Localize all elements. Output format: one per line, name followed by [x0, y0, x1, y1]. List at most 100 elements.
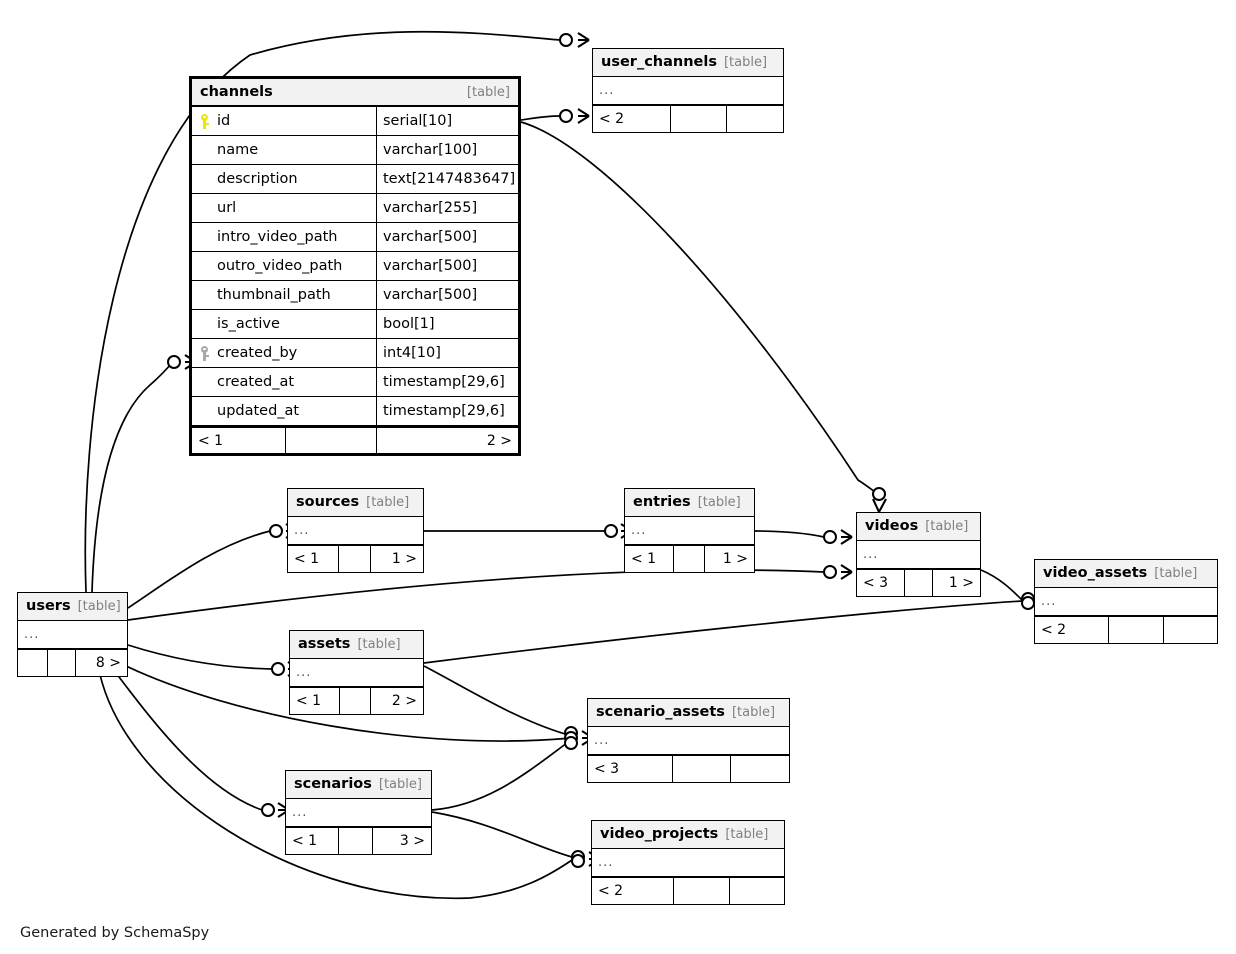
- table-tag: [table]: [725, 827, 769, 842]
- footer-child-count: [730, 878, 784, 904]
- column-name: name: [217, 141, 259, 158]
- column-name: thumbnail_path: [217, 286, 331, 303]
- table-scenarios-name: scenarios: [294, 776, 372, 793]
- table-user-channels[interactable]: user_channels [table] ... < 2: [592, 48, 784, 133]
- footer-parent-count: < 1: [625, 546, 674, 572]
- table-body-ellipsis: ...: [18, 621, 127, 649]
- table-user-channels-name: user_channels: [601, 54, 717, 71]
- column-type: int4[10]: [383, 344, 441, 361]
- footer-middle: [674, 546, 705, 572]
- footer-child-count: [731, 756, 789, 782]
- column-name: created_at: [217, 373, 295, 390]
- column-row[interactable]: created_by int4[10]: [192, 339, 518, 368]
- column-row[interactable]: url varchar[255]: [192, 194, 518, 223]
- primary-key-icon: [198, 113, 211, 129]
- footer-child-count: 8 >: [95, 655, 121, 671]
- table-scenario-assets-header: scenario_assets [table]: [588, 699, 789, 727]
- column-name: url: [217, 199, 237, 216]
- footer-parent-count: < 1: [192, 428, 286, 453]
- column-row[interactable]: is_active bool[1]: [192, 310, 518, 339]
- table-scenarios-header: scenarios [table]: [286, 771, 431, 799]
- column-name-cell: intro_video_path: [192, 223, 377, 251]
- table-videos[interactable]: videos [table] ... < 3 1 >: [856, 512, 981, 597]
- footer-middle: [674, 878, 730, 904]
- footer-child-count: 3 >: [399, 833, 425, 849]
- table-assets[interactable]: assets [table] ... < 1 2 >: [289, 630, 424, 715]
- table-body-ellipsis: ...: [288, 517, 423, 545]
- table-assets-name: assets: [298, 636, 351, 653]
- column-type: timestamp[29,6]: [383, 402, 505, 419]
- table-scenarios-footer: < 1 3 >: [286, 827, 431, 854]
- column-name: is_active: [217, 315, 280, 332]
- table-scenarios[interactable]: scenarios [table] ... < 1 3 >: [285, 770, 432, 855]
- footer-child-count: [727, 106, 783, 132]
- column-row[interactable]: outro_video_path varchar[500]: [192, 252, 518, 281]
- table-channels[interactable]: channels [table] id serial[10] name varc…: [189, 76, 521, 456]
- column-row[interactable]: thumbnail_path varchar[500]: [192, 281, 518, 310]
- generator-credit: Generated by SchemaSpy: [20, 925, 210, 941]
- column-row[interactable]: created_at timestamp[29,6]: [192, 368, 518, 397]
- table-sources-footer: < 1 1 >: [288, 545, 423, 572]
- footer-parent-count: < 2: [592, 878, 674, 904]
- column-row[interactable]: description text[2147483647]: [192, 165, 518, 194]
- table-entries[interactable]: entries [table] ... < 1 1 >: [624, 488, 755, 573]
- table-tag: [table]: [697, 495, 741, 510]
- column-row[interactable]: intro_video_path varchar[500]: [192, 223, 518, 252]
- column-type: varchar[500]: [383, 228, 478, 245]
- column-row[interactable]: id serial[10]: [192, 107, 518, 136]
- table-tag: [table]: [731, 705, 776, 720]
- table-body-ellipsis: ...: [593, 77, 783, 105]
- table-sources-name: sources: [296, 494, 360, 511]
- table-user-channels-header: user_channels [table]: [593, 49, 783, 77]
- table-users-header: users [table]: [18, 593, 127, 621]
- table-scenario-assets[interactable]: scenario_assets [table] ... < 3: [587, 698, 790, 783]
- column-name-cell: description: [192, 165, 377, 193]
- column-name-cell: created_at: [192, 368, 377, 396]
- table-entries-header: entries [table]: [625, 489, 754, 517]
- footer-child-count: 1 >: [722, 551, 748, 567]
- table-channels-tag: [table]: [466, 84, 510, 100]
- footer-middle: [339, 546, 371, 572]
- table-video-assets-footer: < 2: [1035, 616, 1217, 643]
- footer-middle: [48, 650, 76, 676]
- table-videos-footer: < 3 1 >: [857, 569, 980, 596]
- column-name: updated_at: [217, 402, 300, 419]
- table-users-footer: 8 >: [18, 649, 127, 676]
- footer-parent-count: < 1: [290, 688, 340, 714]
- table-video-assets[interactable]: video_assets [table] ... < 2: [1034, 559, 1218, 644]
- table-user-channels-footer: < 2: [593, 105, 783, 132]
- table-sources-header: sources [table]: [288, 489, 423, 517]
- footer-parent-count: [18, 650, 48, 676]
- table-scenario-assets-name: scenario_assets: [596, 704, 725, 721]
- footer-middle: [339, 828, 373, 854]
- column-row[interactable]: name varchar[100]: [192, 136, 518, 165]
- footer-middle: [673, 756, 731, 782]
- footer-parent-count: < 2: [593, 106, 671, 132]
- table-video-assets-name: video_assets: [1043, 565, 1148, 582]
- table-channels-name: channels: [200, 83, 273, 100]
- footer-parent-count: < 1: [288, 546, 339, 572]
- column-name-cell: url: [192, 194, 377, 222]
- footer-middle: [671, 106, 727, 132]
- footer-parent-count: < 1: [286, 828, 339, 854]
- footer-middle: [340, 688, 371, 714]
- column-row[interactable]: updated_at timestamp[29,6]: [192, 397, 518, 426]
- table-body-ellipsis: ...: [286, 799, 431, 827]
- table-tag: [table]: [925, 519, 969, 534]
- table-sources[interactable]: sources [table] ... < 1 1 >: [287, 488, 424, 573]
- footer-middle: [286, 428, 377, 453]
- table-body-ellipsis: ...: [857, 541, 980, 569]
- column-type: varchar[500]: [383, 286, 478, 303]
- table-tag: [table]: [366, 495, 410, 510]
- table-video-projects[interactable]: video_projects [table] ... < 2: [591, 820, 785, 905]
- column-name-cell: outro_video_path: [192, 252, 377, 280]
- footer-child-count: 1 >: [948, 575, 974, 591]
- table-body-ellipsis: ...: [588, 727, 789, 755]
- footer-parent-count: < 2: [1035, 617, 1109, 643]
- table-body-ellipsis: ...: [592, 849, 784, 877]
- table-tag: [table]: [357, 637, 401, 652]
- table-users[interactable]: users [table] ... 8 >: [17, 592, 128, 677]
- footer-middle: [1109, 617, 1164, 643]
